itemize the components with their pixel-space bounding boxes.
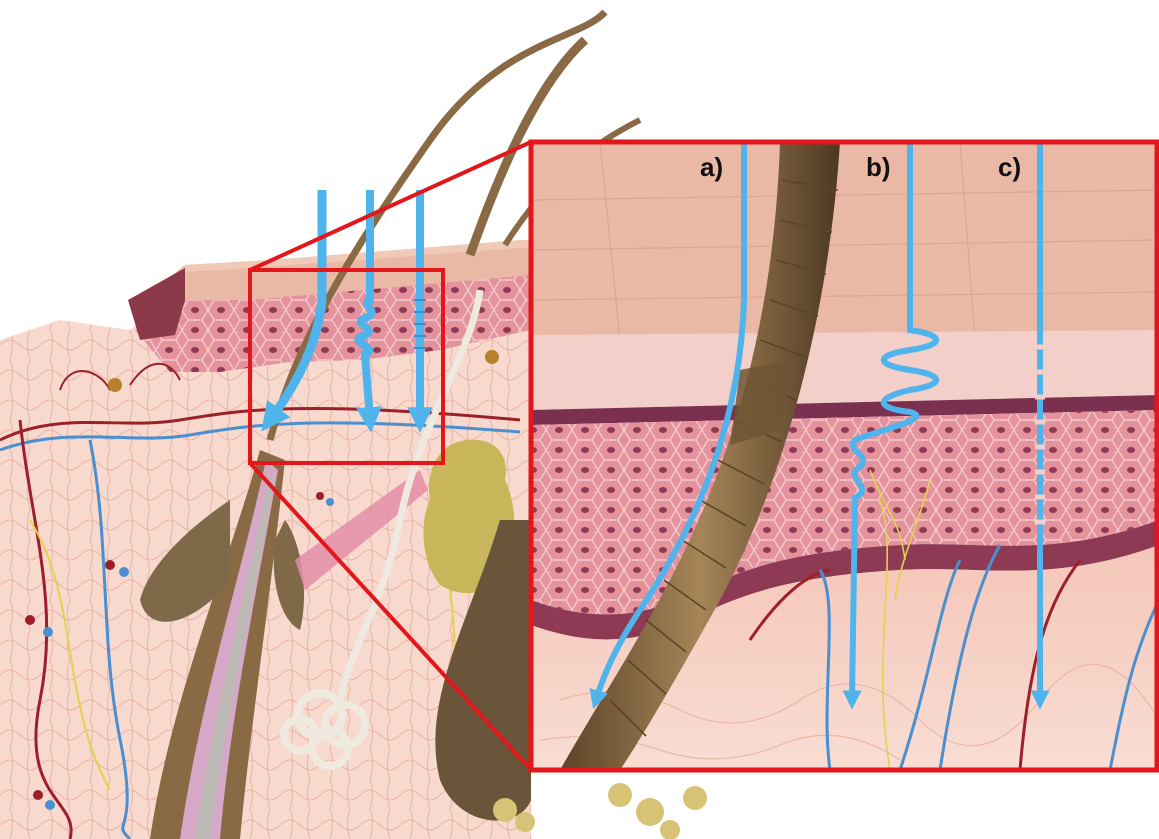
blood-cell-pair (105, 560, 115, 570)
blood-cell-pair (326, 498, 334, 506)
route-a-label: a) (700, 152, 723, 182)
blood-cell-pair (45, 800, 55, 810)
melanocyte (485, 350, 499, 364)
blood-cell-pair (316, 492, 324, 500)
blood-cell-pair (25, 615, 35, 625)
melanocyte (108, 378, 122, 392)
route-b-label: b) (866, 152, 891, 182)
route-c-label: c) (998, 152, 1021, 182)
zoom-inset: a) b) c) (531, 142, 1159, 770)
blood-cell-pair (43, 627, 53, 637)
blood-cell-pair (119, 567, 129, 577)
blood-cell-pair (33, 790, 43, 800)
